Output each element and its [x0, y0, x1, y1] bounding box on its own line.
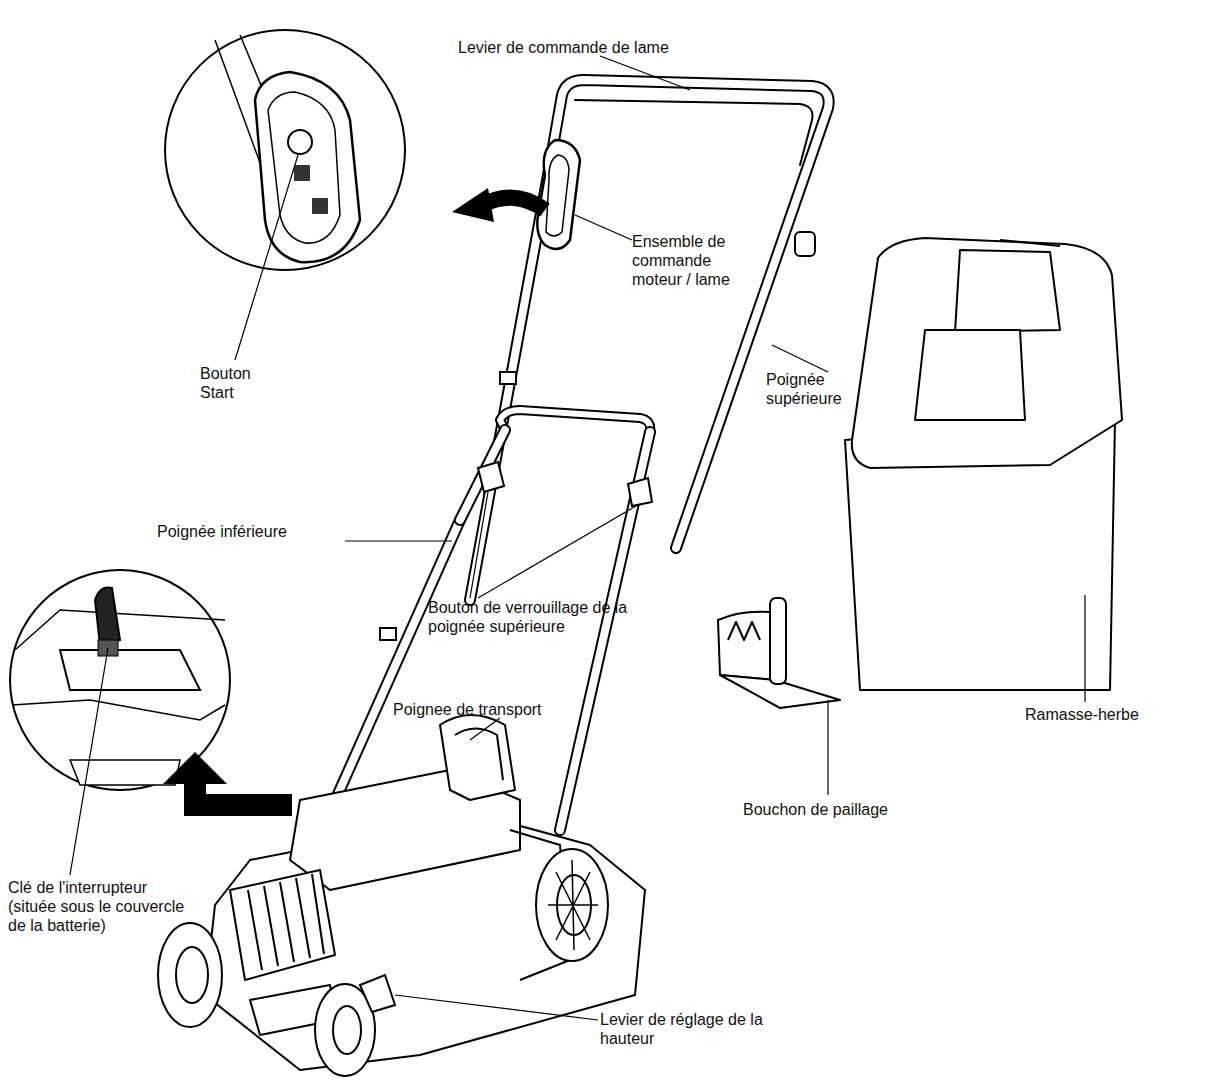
control-box-inner — [546, 155, 569, 236]
carry-handle — [440, 715, 515, 800]
cable-clip — [380, 628, 396, 640]
zoom-start-button — [165, 30, 405, 270]
part-label: Bouton Start — [200, 364, 270, 402]
lock-knob — [478, 462, 504, 492]
zoom-key — [10, 570, 230, 790]
blade-lever — [575, 100, 813, 165]
part-label: Bouchon de paillage — [743, 800, 943, 819]
pointer-arrow-head — [452, 188, 494, 222]
leader-line — [470, 718, 500, 740]
lower-handle-bar-fill — [500, 410, 650, 432]
grass-catcher — [845, 238, 1122, 690]
cable-clip — [500, 372, 516, 384]
part-label: Ramasse-herbe — [1025, 705, 1175, 724]
leader-line — [235, 155, 298, 360]
zoom-control-inner — [268, 92, 340, 243]
grille-slots — [248, 874, 324, 970]
plug-handle — [770, 598, 786, 684]
upper-handle-left — [470, 175, 548, 600]
part-label: Poignée supérieure — [766, 370, 876, 408]
leader-line — [478, 506, 636, 598]
lower-handle-join-fill — [460, 430, 505, 520]
part-label: Poignee de transport — [393, 700, 593, 719]
mulching-plug — [718, 598, 840, 708]
icon — [294, 165, 310, 181]
wheels — [158, 849, 608, 1076]
part-label: Ensemble de commande moteur / lame — [632, 232, 762, 289]
wheel — [158, 923, 222, 1027]
catcher-lid — [852, 238, 1122, 468]
part-label: Poignée inférieure — [157, 522, 357, 541]
catcher-window — [915, 330, 1025, 420]
leader-line — [70, 648, 108, 875]
plug-face — [718, 612, 775, 680]
part-label: Bouton de verrouillage de la poignée sup… — [428, 598, 628, 636]
zoom-control-box — [255, 72, 360, 262]
wheel — [536, 849, 608, 961]
leader-line — [1084, 595, 1085, 702]
zoom-detail — [70, 760, 180, 785]
lock-knob — [628, 478, 652, 506]
part-label: Clé de l'interrupteur (située sous le co… — [8, 878, 186, 935]
leader-line — [600, 56, 690, 90]
leader-line — [470, 492, 488, 598]
leader-lines — [70, 56, 1085, 1020]
upper-handle — [548, 80, 829, 548]
leader-line — [575, 215, 632, 240]
part-label: Levier de réglage de la hauteur — [600, 1010, 770, 1048]
front-grille — [230, 870, 335, 980]
wheel-hub — [333, 1006, 361, 1054]
leader-line — [395, 995, 598, 1020]
leader-line — [772, 345, 828, 372]
mower-body — [205, 715, 645, 1070]
lower-handle-join — [460, 430, 505, 520]
pointer-arrow-head — [163, 752, 227, 784]
lock-knobs — [478, 462, 652, 506]
control-box — [537, 140, 580, 249]
zoom-circle — [10, 570, 230, 790]
catcher-handle — [955, 250, 1060, 332]
wheel-hub — [176, 947, 208, 1003]
part-label: Levier de commande de lame — [458, 38, 758, 57]
zoom-circle — [165, 30, 405, 270]
carry-handle-grip — [455, 729, 503, 781]
switch-key — [95, 588, 120, 646]
plug-teeth — [728, 622, 760, 640]
leader-line — [827, 700, 828, 795]
zoom-slot — [60, 650, 200, 690]
upper-handle-left-fill — [470, 175, 548, 600]
leader-line — [345, 540, 452, 541]
icon — [312, 198, 328, 214]
start-button — [288, 130, 312, 154]
lower-handle-bar — [500, 410, 650, 432]
upper-handle-fill — [548, 80, 829, 548]
height-lever — [360, 975, 395, 1012]
handle-knob — [795, 232, 815, 256]
catcher-ridge — [1000, 240, 1060, 246]
wheel-spokes — [548, 860, 598, 950]
